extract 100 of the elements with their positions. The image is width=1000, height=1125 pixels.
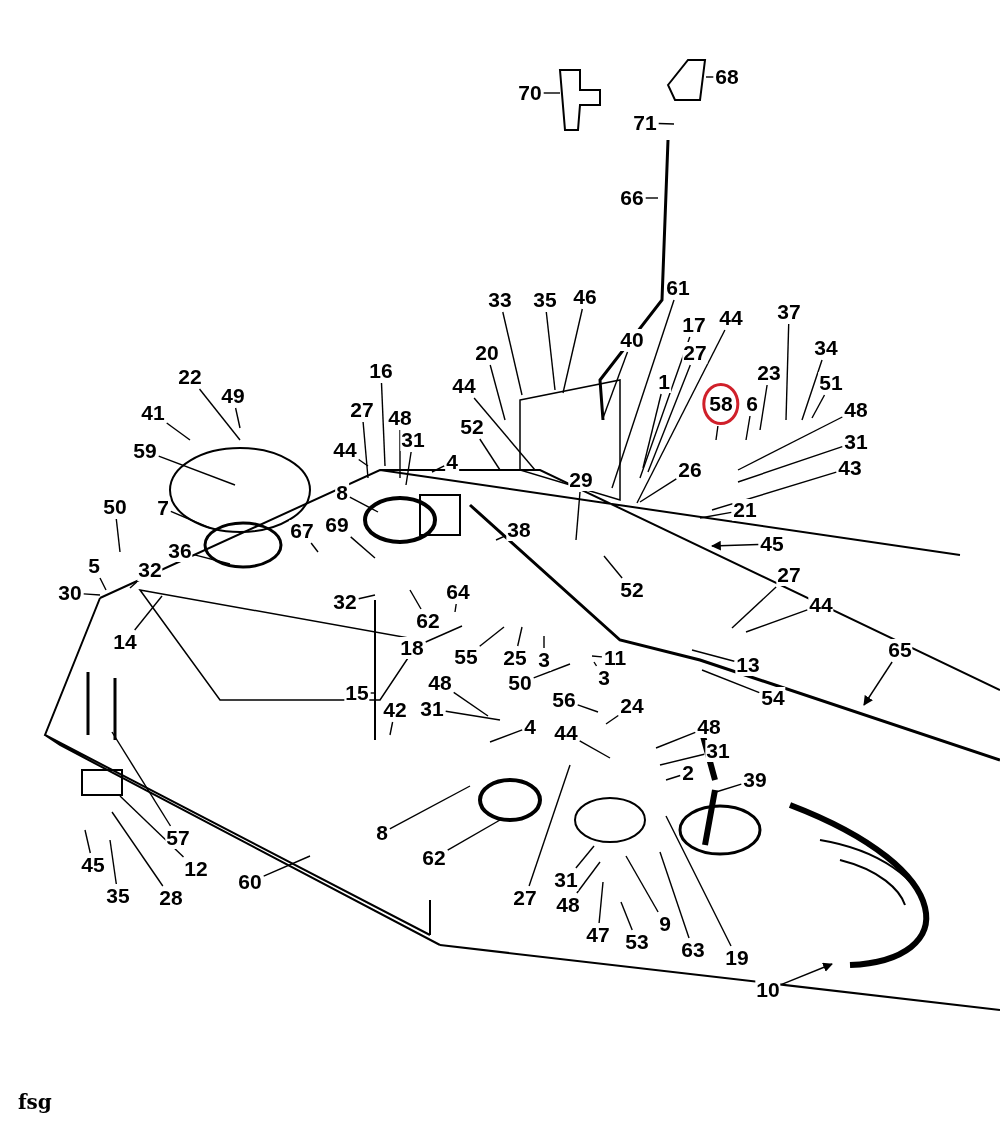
- leader-line: [665, 774, 681, 781]
- leader-line: [701, 669, 760, 694]
- leader-line: [711, 471, 837, 511]
- leader-line: [409, 589, 422, 610]
- leader-line: [659, 753, 705, 766]
- leader-line: [533, 663, 571, 679]
- leader-line: [111, 811, 164, 887]
- leader-line: [170, 510, 211, 529]
- leader-line: [193, 553, 231, 565]
- leader-line: [801, 359, 823, 421]
- leader-line: [576, 861, 601, 894]
- leader-line: [454, 603, 457, 613]
- leader-line: [109, 839, 117, 885]
- leader-line: [659, 851, 690, 939]
- leader-line: [479, 626, 505, 647]
- leader-arrow: [711, 540, 759, 551]
- leader-line: [543, 635, 545, 649]
- figure-code: fsg: [18, 1090, 52, 1114]
- leader-line: [691, 649, 735, 662]
- leader-line: [234, 407, 241, 429]
- leader-line: [575, 491, 581, 541]
- leader-line: [665, 815, 732, 947]
- leader-arrow: [781, 962, 833, 986]
- leader-line: [84, 829, 91, 854]
- leader-line: [453, 691, 489, 717]
- leader-line: [489, 364, 506, 421]
- leader-line: [129, 581, 138, 589]
- leader-line: [502, 311, 523, 396]
- leader-line: [405, 451, 412, 486]
- leader-line: [389, 721, 394, 736]
- leader-line: [158, 455, 236, 486]
- leader-line: [263, 855, 311, 877]
- leader-line: [642, 393, 662, 469]
- leader-line: [745, 415, 751, 441]
- leader-line: [380, 382, 386, 467]
- leader-line: [489, 729, 523, 743]
- leader-line: [645, 197, 659, 199]
- leader-line: [647, 364, 691, 473]
- leader-line: [591, 655, 603, 658]
- leader-line: [603, 555, 623, 579]
- leader-line: [737, 416, 843, 471]
- leader-line: [543, 92, 561, 94]
- leader-line: [517, 626, 523, 647]
- leader-line: [358, 594, 376, 600]
- leader-line: [119, 795, 185, 858]
- leader-line: [731, 586, 777, 629]
- leader-line: [166, 422, 191, 441]
- leader-line: [639, 336, 691, 479]
- leader-line: [362, 421, 369, 479]
- leader-line: [745, 609, 808, 633]
- leader-line: [115, 518, 121, 553]
- leader-line: [349, 496, 379, 513]
- callout-number: 27: [682, 342, 708, 364]
- leader-line: [715, 783, 742, 793]
- leader-line: [479, 438, 501, 471]
- leader-line: [198, 388, 241, 441]
- leader-line: [639, 478, 677, 503]
- leader-line: [545, 311, 556, 391]
- leader-line: [602, 351, 629, 419]
- leader-line: [358, 458, 369, 467]
- callout-number: 31: [400, 429, 426, 451]
- leader-line: [425, 625, 463, 643]
- leader-line: [611, 299, 675, 489]
- leader-line: [447, 819, 501, 851]
- callout-number: 18: [399, 637, 425, 659]
- leader-line: [737, 445, 843, 483]
- leader-line: [605, 714, 619, 725]
- leader-line: [579, 740, 611, 759]
- leader-line: [350, 536, 376, 559]
- leader-line: [431, 465, 445, 473]
- leader-line: [577, 704, 599, 713]
- leader-line: [593, 661, 598, 667]
- circled-callout-number: 58: [702, 383, 740, 425]
- leader-line: [528, 764, 571, 887]
- leader-line: [785, 323, 790, 421]
- leader-line: [389, 785, 471, 830]
- leader-line: [99, 577, 107, 591]
- callout-number: 31: [705, 740, 731, 762]
- leader-line: [625, 855, 659, 913]
- leader-line: [636, 329, 726, 504]
- leader-line: [370, 692, 376, 694]
- leader-line: [620, 901, 633, 931]
- leader-arrow: [863, 661, 893, 706]
- callout-number: 40: [619, 329, 645, 351]
- leader-line: [111, 731, 172, 827]
- leader-line: [310, 542, 319, 553]
- leader-line: [562, 308, 583, 394]
- leader-line: [655, 731, 696, 749]
- leader-line: [575, 845, 595, 869]
- leader-line: [699, 511, 732, 519]
- leader-line: [759, 384, 768, 431]
- callout-number: 21: [732, 499, 758, 521]
- leader-line: [134, 595, 163, 631]
- leader-line: [715, 425, 719, 441]
- leader-line: [83, 593, 101, 596]
- leader-line: [495, 535, 506, 541]
- leader-line: [705, 76, 714, 78]
- leader-line: [658, 122, 675, 125]
- leader-line: [445, 710, 501, 721]
- leader-line: [811, 394, 826, 419]
